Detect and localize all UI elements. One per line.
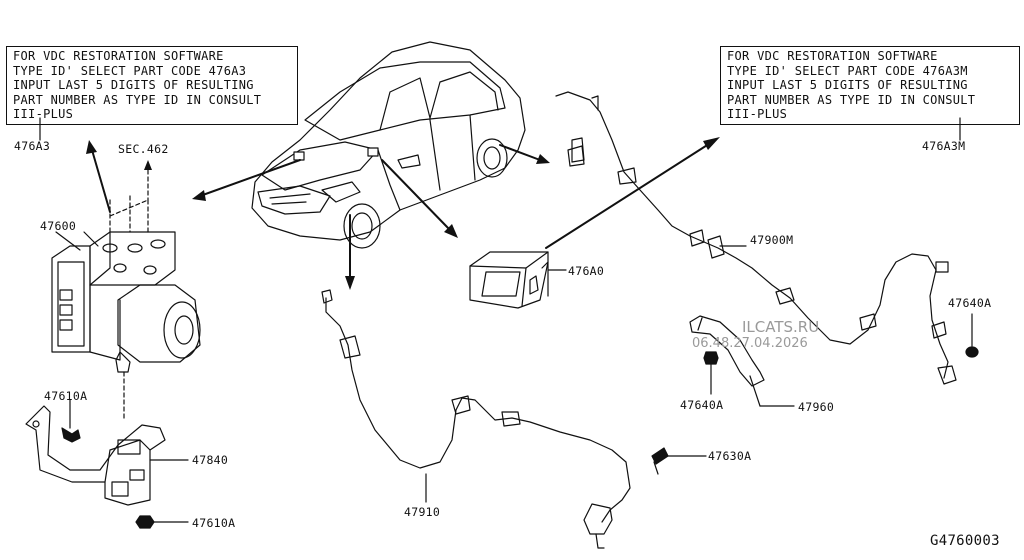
bolt-47640A-right xyxy=(966,347,978,357)
yaw-sensor-476A0 xyxy=(470,252,548,308)
rear-sensor-47900M xyxy=(556,92,956,384)
label-47610A-bottom: 47610A xyxy=(192,516,236,530)
label-47910: 47910 xyxy=(404,505,441,519)
abs-actuator-unit xyxy=(52,196,200,372)
label-476A0: 476A0 xyxy=(568,264,605,278)
watermark-site: ILCATS.RU xyxy=(742,318,820,336)
front-sensor-47910 xyxy=(322,290,630,548)
bolt-47610A-bottom xyxy=(136,516,154,528)
arrowheads xyxy=(86,137,720,290)
bracket-47840 xyxy=(26,406,165,505)
bolt-47610A-top xyxy=(62,428,80,442)
label-sec462: SEC.462 xyxy=(118,142,169,156)
label-47840: 47840 xyxy=(192,453,229,467)
bolt-47630A xyxy=(652,448,668,474)
note-left-vdc: FOR VDC RESTORATION SOFTWARE TYPE ID' SE… xyxy=(6,46,298,125)
vehicle-illustration xyxy=(252,42,525,248)
label-47900M: 47900M xyxy=(750,233,794,247)
car-arrows xyxy=(92,142,712,280)
watermark-date: 06.48.27.04.2026 xyxy=(692,336,808,351)
label-47640A-mid: 47640A xyxy=(680,398,724,412)
label-47960: 47960 xyxy=(798,400,835,414)
diagram-code: G4760003 xyxy=(930,533,1000,549)
label-47640A-right: 47640A xyxy=(948,296,992,310)
label-476A3: 476A3 xyxy=(14,139,51,153)
bracket-47960 xyxy=(690,316,764,386)
label-47610A-top: 47610A xyxy=(44,389,88,403)
note-right-vdc: FOR VDC RESTORATION SOFTWARE TYPE ID' SE… xyxy=(720,46,1020,125)
label-47630A: 47630A xyxy=(708,449,752,463)
label-47600: 47600 xyxy=(40,219,77,233)
label-476A3M: 476A3M xyxy=(922,139,966,153)
bolt-47640A-mid xyxy=(704,352,718,364)
